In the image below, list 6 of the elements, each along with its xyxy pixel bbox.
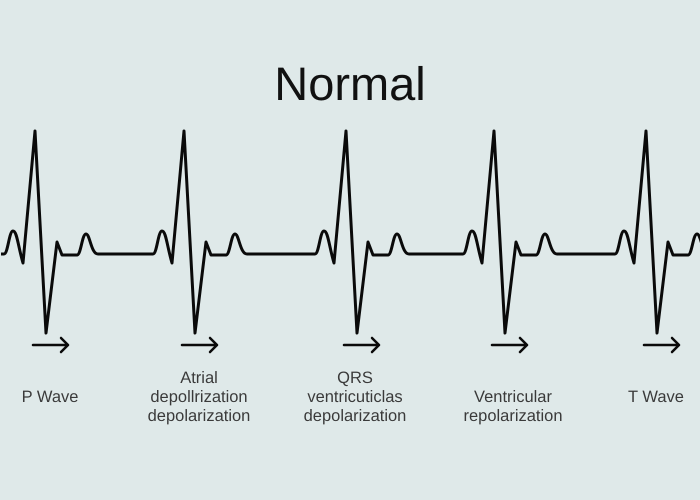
wave-label: P Wave <box>22 388 78 407</box>
wave-label: Atrial depollrization depolarization <box>146 369 252 426</box>
title: Normal <box>273 57 427 111</box>
wave-label: T Wave <box>628 388 684 407</box>
wave-label: QRS ventricuticlas depolarization <box>302 369 408 426</box>
wave-label: Ventricular repolarization <box>462 388 564 426</box>
